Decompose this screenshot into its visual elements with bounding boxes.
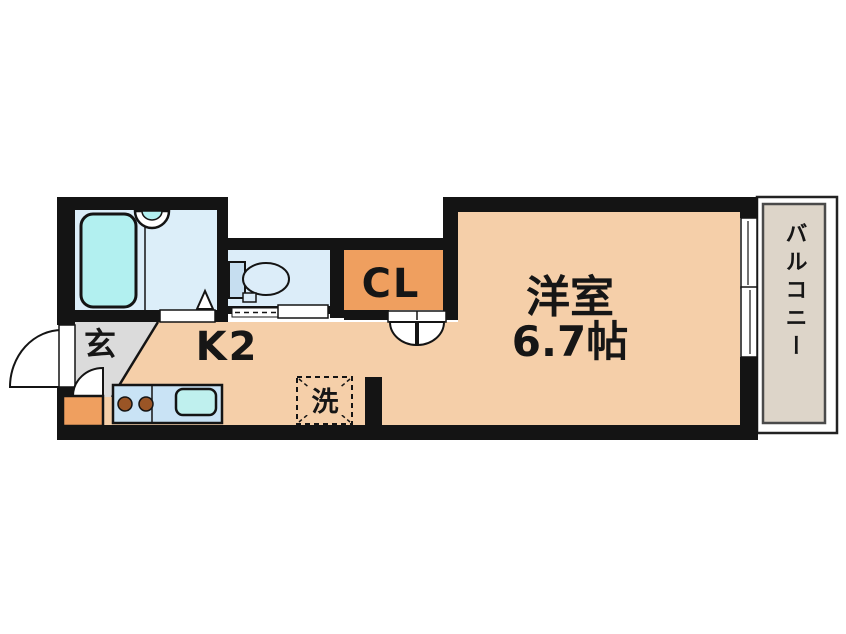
washbasin-bowl xyxy=(141,210,163,221)
wall-toilet-closet-divider xyxy=(330,238,344,318)
entrance-label: 玄 xyxy=(84,325,116,363)
western-room-name-label: 洋室 xyxy=(526,272,614,323)
balcony-label: バルコニー xyxy=(782,222,807,362)
wall-closet-bottom-left xyxy=(344,310,389,320)
western-room-floor xyxy=(458,212,740,325)
labels: 玄 K2 CL 洋室 6.7帖 洗 バルコニー xyxy=(84,222,807,418)
laundry-box xyxy=(296,376,353,425)
wall-bottom xyxy=(57,425,758,440)
entry-door-swing-arc xyxy=(8,328,63,388)
closet-folding-door xyxy=(387,310,447,347)
entry-door-leaf xyxy=(58,324,76,388)
wall-closet-bottom-right xyxy=(443,310,458,320)
stove-burner-left xyxy=(117,396,133,412)
kitchen-counter xyxy=(111,383,224,425)
wall-right-upper xyxy=(740,197,758,218)
balcony-floor xyxy=(761,202,827,425)
wall-bathroom-top xyxy=(57,197,228,210)
wall-kitchen-stub xyxy=(365,377,382,440)
bathtub xyxy=(79,212,138,309)
window-sash-bottom xyxy=(740,286,758,358)
toilet-fixtures xyxy=(228,261,290,303)
stove-burner-right xyxy=(138,396,154,412)
closet-label: CL xyxy=(362,261,421,307)
toilet-bowl xyxy=(242,262,290,296)
kitchen-sink xyxy=(174,387,218,417)
wall-western-room-top xyxy=(443,197,758,212)
wall-left-upper xyxy=(57,197,75,325)
closet-floor xyxy=(344,250,443,310)
closet-door-left-leaf xyxy=(388,321,417,347)
wall-right-lower xyxy=(740,357,758,440)
toilet-sliding-door xyxy=(231,304,329,319)
bathroom-door-opening xyxy=(159,309,216,323)
wall-western-room-left xyxy=(443,197,458,320)
bathroom-fixtures xyxy=(79,209,216,323)
laundry-label: 洗 xyxy=(312,387,339,418)
window-sash-top xyxy=(740,217,758,289)
laundry-space xyxy=(296,376,353,425)
sliding-door-panel xyxy=(277,304,329,319)
entrance-door xyxy=(8,324,105,428)
kitchen-label: K2 xyxy=(196,324,259,370)
toilet-seat-base xyxy=(242,292,257,303)
balcony-window xyxy=(740,217,758,358)
wall-bathroom-right xyxy=(217,197,228,313)
bathroom-door-indicator xyxy=(195,288,215,310)
laundry-label-mask xyxy=(306,387,344,415)
western-room-size-label: 6.7帖 xyxy=(512,317,628,366)
closet-door-right-leaf xyxy=(417,321,446,347)
balcony-area xyxy=(755,195,839,435)
shoe-cabinet xyxy=(61,394,105,428)
